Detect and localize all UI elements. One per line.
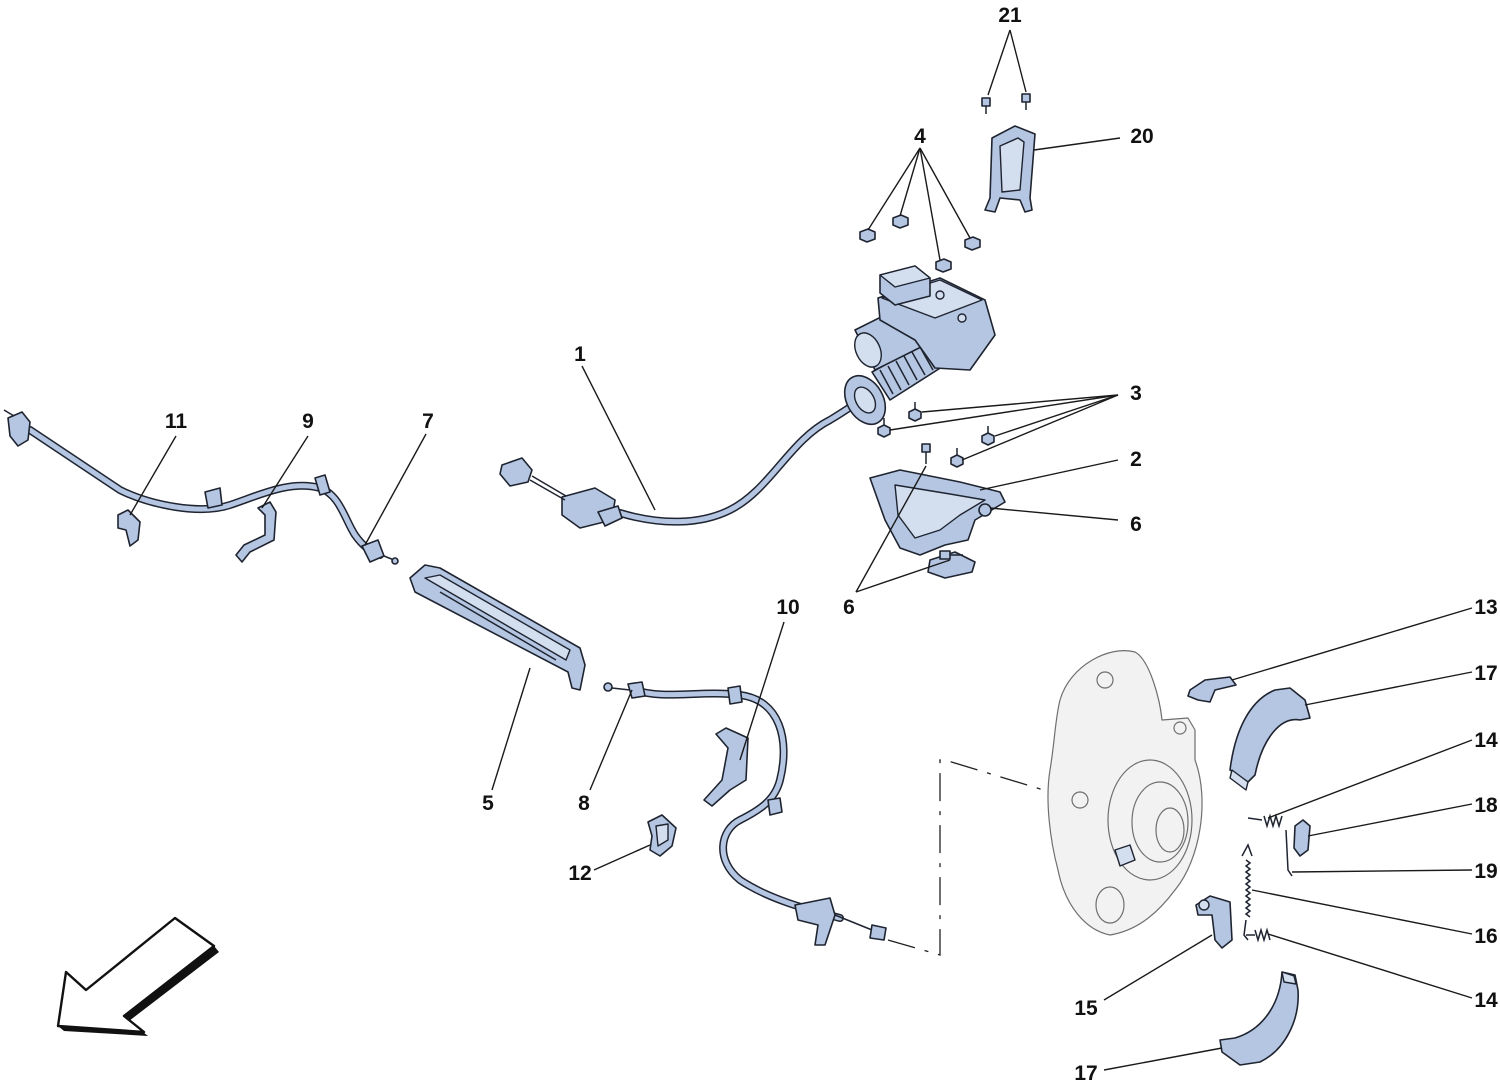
part-17-lower-brake-shoe[interactable] bbox=[1219, 971, 1299, 1066]
callout-3[interactable]: 3 bbox=[1130, 382, 1142, 405]
part-18-adjuster[interactable] bbox=[1293, 819, 1311, 857]
part-17-upper-brake-shoe[interactable] bbox=[1229, 687, 1311, 791]
part-15-lever-assembly[interactable] bbox=[1195, 895, 1233, 949]
part-9-bracket[interactable] bbox=[235, 501, 277, 563]
callout-9[interactable]: 9 bbox=[302, 410, 314, 433]
callout-10[interactable]: 10 bbox=[776, 596, 799, 619]
part-21-screws[interactable] bbox=[981, 93, 1031, 114]
callout-18[interactable]: 18 bbox=[1474, 794, 1498, 817]
callout-17-lower[interactable]: 17 bbox=[1074, 1062, 1097, 1085]
callout-19[interactable]: 19 bbox=[1474, 860, 1497, 883]
callout-14-lower[interactable]: 14 bbox=[1474, 989, 1498, 1012]
part-19-pin[interactable] bbox=[1285, 829, 1293, 877]
part-14-upper-spring[interactable] bbox=[1247, 813, 1283, 829]
part-16-return-spring[interactable] bbox=[1241, 843, 1253, 941]
callout-16[interactable]: 16 bbox=[1474, 925, 1497, 948]
part-11-bracket[interactable] bbox=[117, 509, 141, 547]
hub-carrier bbox=[1047, 650, 1203, 936]
callout-1[interactable]: 1 bbox=[574, 343, 586, 366]
part-6-bolts[interactable] bbox=[921, 443, 992, 560]
callout-6-lower[interactable]: 6 bbox=[843, 596, 855, 619]
callout-12[interactable]: 12 bbox=[568, 862, 591, 885]
part-4-nuts[interactable] bbox=[859, 214, 981, 273]
part-1-actuator-cable[interactable] bbox=[499, 265, 996, 529]
callout-8[interactable]: 8 bbox=[578, 792, 590, 815]
part-20-cover[interactable] bbox=[984, 125, 1036, 213]
part-12-clip[interactable] bbox=[647, 814, 677, 857]
connection-line bbox=[887, 759, 1061, 956]
part-10-bracket[interactable] bbox=[703, 727, 749, 807]
callout-20[interactable]: 20 bbox=[1130, 125, 1153, 148]
part-14-lower-spring[interactable] bbox=[1246, 927, 1271, 943]
callout-13[interactable]: 13 bbox=[1474, 596, 1497, 619]
callout-5[interactable]: 5 bbox=[482, 792, 494, 815]
part-3-studs[interactable] bbox=[877, 402, 995, 468]
callout-2[interactable]: 2 bbox=[1130, 448, 1142, 471]
leader-lines bbox=[129, 29, 1473, 1071]
part-13-lever[interactable] bbox=[1187, 676, 1237, 703]
callout-4[interactable]: 4 bbox=[914, 125, 926, 148]
callout-7[interactable]: 7 bbox=[422, 410, 434, 433]
part-8-right-cable[interactable] bbox=[603, 681, 887, 946]
callout-11[interactable]: 11 bbox=[165, 410, 188, 433]
front-direction-arrow-icon bbox=[56, 916, 219, 1036]
callout-labels: 21 20 4 1 3 2 6 6 11 9 7 10 5 8 12 13 17… bbox=[165, 4, 1498, 1085]
part-2-bracket[interactable] bbox=[869, 469, 1006, 579]
part-7-left-cable[interactable] bbox=[3, 409, 399, 565]
callout-14-upper[interactable]: 14 bbox=[1474, 729, 1498, 752]
callout-15[interactable]: 15 bbox=[1074, 997, 1098, 1020]
callout-17-upper[interactable]: 17 bbox=[1474, 662, 1497, 685]
part-5-guide-rail[interactable] bbox=[409, 564, 586, 691]
callout-6-right[interactable]: 6 bbox=[1130, 513, 1142, 536]
callout-21[interactable]: 21 bbox=[998, 4, 1022, 27]
